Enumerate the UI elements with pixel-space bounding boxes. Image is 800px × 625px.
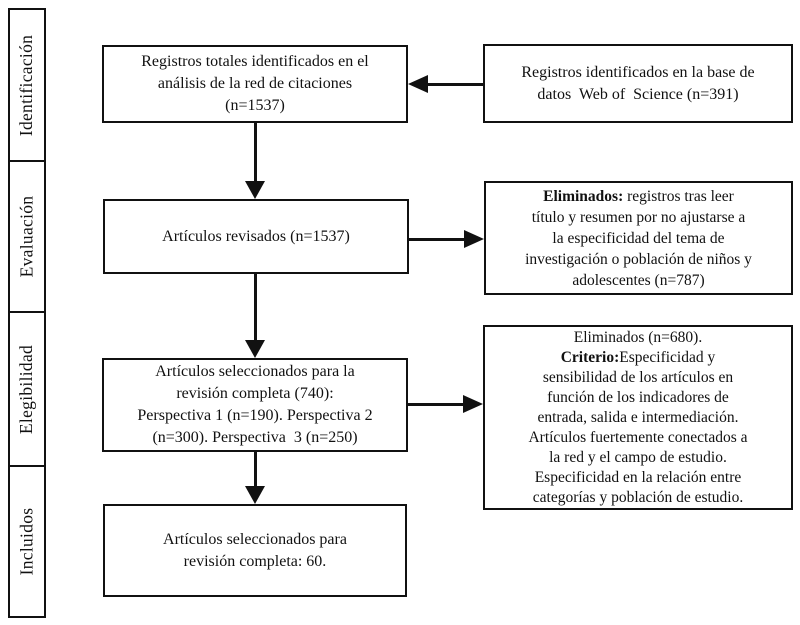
stage-evaluacion-label: Evaluación xyxy=(16,195,37,278)
box-excluded-criteria-text: Eliminados (n=680). Criterio:Especificid… xyxy=(485,328,791,508)
box-excluded-criteria: Eliminados (n=680). Criterio:Especificid… xyxy=(483,325,793,510)
box-identified-total-text: Registros totales identificados en el an… xyxy=(141,53,369,114)
excluded-title-abstract-rest: registros tras leer título y resumen por… xyxy=(525,187,752,289)
excluded-title-abstract-bold: Eliminados: xyxy=(543,187,624,205)
arrow-selected-to-criteria-line xyxy=(408,403,463,406)
box-included-final: Artículos seleccionados para revisión co… xyxy=(103,504,407,597)
box-included-final-text: Artículos seleccionados para revisión co… xyxy=(163,530,347,570)
stage-elegibilidad: Elegibilidad xyxy=(8,311,46,467)
stage-identificacion: Identificación xyxy=(8,8,46,162)
stage-incluidos: Incluidos xyxy=(8,465,46,618)
box-identified-total: Registros totales identificados en el an… xyxy=(102,45,408,123)
arrow-selected-to-included-line xyxy=(254,452,257,486)
arrow-selected-to-included-head-icon xyxy=(245,486,265,504)
arrow-reviewed-to-excluded-line xyxy=(409,238,464,241)
arrow-wos-to-identified-line xyxy=(424,83,483,86)
arrow-identified-to-reviewed-line xyxy=(254,123,257,183)
stage-evaluacion: Evaluación xyxy=(8,160,46,313)
stage-identificacion-label: Identificación xyxy=(16,34,37,136)
box-selected-full-review: Artículos seleccionados para la revisión… xyxy=(102,358,408,452)
box-excluded-title-abstract-text: Eliminados: registros tras leer título y… xyxy=(486,186,791,291)
arrow-identified-to-reviewed-head-icon xyxy=(245,181,265,199)
box-selected-full-review-text: Artículos seleccionados para la revisión… xyxy=(137,363,373,446)
box-wos-source-text: Registros identificados en la base de da… xyxy=(521,63,755,103)
excluded-criteria-bold: Criterio: xyxy=(560,348,620,366)
stage-incluidos-label: Incluidos xyxy=(16,507,37,576)
arrow-reviewed-to-excluded-head-icon xyxy=(464,230,484,248)
arrow-selected-to-criteria-head-icon xyxy=(463,395,483,413)
arrow-wos-to-identified-head-icon xyxy=(408,75,428,93)
box-wos-source: Registros identificados en la base de da… xyxy=(483,44,793,123)
arrow-reviewed-to-selected-line xyxy=(254,274,257,340)
box-excluded-title-abstract: Eliminados: registros tras leer título y… xyxy=(484,181,793,295)
excluded-criteria-pre: Eliminados (n=680). xyxy=(573,328,703,346)
box-reviewed-text: Artículos revisados (n=1537) xyxy=(162,227,350,245)
box-reviewed: Artículos revisados (n=1537) xyxy=(103,199,409,274)
stage-elegibilidad-label: Elegibilidad xyxy=(16,344,37,434)
arrow-reviewed-to-selected-head-icon xyxy=(245,340,265,358)
excluded-criteria-rest: Especificidad y sensibilidad de los artí… xyxy=(528,348,748,506)
